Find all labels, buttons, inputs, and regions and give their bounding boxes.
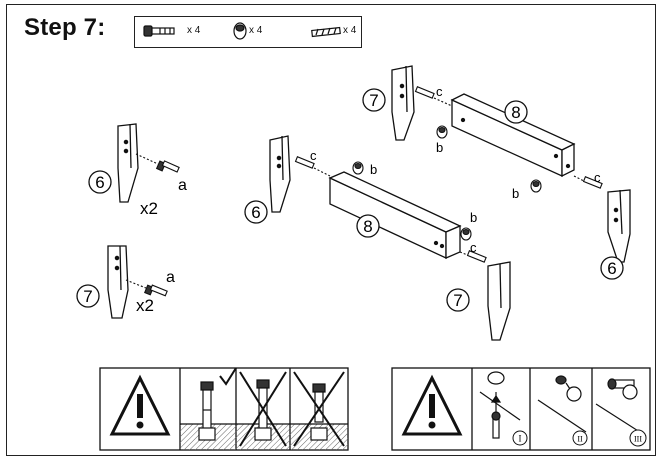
callout-label: 8 bbox=[511, 103, 520, 122]
callout-label: 6 bbox=[95, 173, 104, 192]
callout-label: 7 bbox=[453, 291, 462, 310]
leg-6-detail bbox=[117, 123, 139, 203]
dowel-label: c bbox=[470, 240, 477, 255]
callout-circle: 8 bbox=[356, 214, 380, 238]
dowel-c-3 bbox=[573, 175, 603, 189]
bolt-a-left bbox=[135, 153, 180, 173]
bolt-qty: x 4 bbox=[187, 25, 201, 36]
rail-8-front bbox=[328, 171, 462, 260]
callout-label: 6 bbox=[607, 259, 616, 278]
bolt-label: a bbox=[166, 269, 175, 286]
dowel-c-4 bbox=[459, 250, 487, 263]
cam-lock-b-2 bbox=[436, 125, 448, 139]
qty-label: x2 bbox=[140, 199, 158, 218]
cam-lock-b-1 bbox=[352, 161, 364, 175]
callout-circle: 7 bbox=[446, 288, 470, 312]
bolt-a-left-2 bbox=[125, 279, 168, 297]
dowel-c-2 bbox=[414, 86, 453, 107]
step-numeral: II bbox=[577, 435, 583, 444]
wrong-bolt-icon-2 bbox=[293, 371, 345, 447]
callout-label: 7 bbox=[369, 91, 378, 110]
step-numeral-circle: II bbox=[572, 430, 588, 446]
step-numeral-circle: III bbox=[629, 429, 647, 447]
cam-label: b bbox=[436, 140, 443, 155]
callout-label: 6 bbox=[251, 203, 260, 222]
callout-circle: 6 bbox=[600, 256, 624, 280]
callout-label: 7 bbox=[83, 287, 92, 306]
leg-7-main-back bbox=[391, 65, 415, 141]
cam-label: b bbox=[370, 162, 377, 177]
bolt-icon bbox=[143, 25, 175, 37]
callout-circle: 7 bbox=[76, 284, 100, 308]
leg-7-detail bbox=[107, 245, 129, 319]
callout-circle: 6 bbox=[244, 200, 268, 224]
bolt-label: a bbox=[178, 177, 187, 194]
step-title: Step 7: bbox=[24, 14, 106, 41]
instruction-frame bbox=[6, 4, 656, 456]
cam-lock-icon bbox=[233, 22, 247, 40]
callout-circle: 8 bbox=[504, 100, 528, 124]
warning-triangle-icon bbox=[401, 374, 463, 436]
cam-label: b bbox=[512, 186, 519, 201]
cam-align-step-icon bbox=[537, 375, 587, 433]
leg-6-main-left bbox=[269, 135, 291, 213]
dowel-label: c bbox=[310, 148, 317, 163]
callout-circle: 7 bbox=[362, 88, 386, 112]
correct-bolt-icon bbox=[198, 381, 216, 441]
cam-insert-step-icon bbox=[479, 371, 521, 439]
cam-lock-qty: x 4 bbox=[249, 25, 263, 36]
cam-lock-b-4 bbox=[460, 227, 472, 241]
cam-label: b bbox=[470, 210, 477, 225]
step-numeral: III bbox=[634, 435, 642, 444]
qty-label: x2 bbox=[136, 296, 154, 315]
wrong-bolt-icon-1 bbox=[239, 371, 287, 447]
callout-label: 8 bbox=[363, 217, 372, 236]
dowel-label: c bbox=[594, 170, 601, 185]
dowel-label: c bbox=[436, 84, 443, 99]
step-numeral-circle: I bbox=[512, 430, 528, 446]
leg-6-main-right bbox=[607, 189, 631, 263]
step-numeral: I bbox=[519, 434, 522, 444]
callout-circle: 6 bbox=[88, 170, 112, 194]
warning-triangle-icon bbox=[109, 374, 171, 436]
dowel-icon bbox=[311, 26, 341, 38]
check-icon bbox=[219, 367, 237, 386]
leg-7-main-front bbox=[487, 261, 511, 341]
dowel-qty: x 4 bbox=[343, 25, 357, 36]
dowel-c-1 bbox=[294, 156, 331, 177]
cam-lock-b-3 bbox=[530, 179, 542, 193]
parts-list: x 4 x 4 x 4 bbox=[134, 16, 362, 48]
